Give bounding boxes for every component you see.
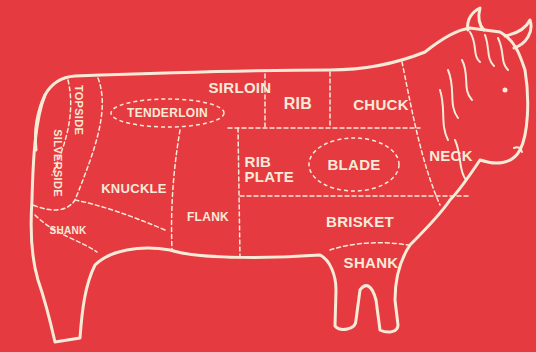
cut-line (33, 78, 102, 210)
cut-label: TOPSIDE (73, 85, 84, 135)
cut-line (238, 128, 240, 258)
cut-line (240, 195, 470, 197)
cut-line (402, 62, 440, 205)
cut-label: SIRLOIN (209, 80, 272, 95)
cut-label: SILVERSIDE (52, 129, 63, 197)
cut-label: BLADE (327, 157, 380, 172)
cut-line (330, 243, 412, 250)
cut-ellipse: BLADE (308, 137, 400, 192)
cut-label: RIB PLATE (245, 154, 300, 184)
cut-label: SHANK (344, 255, 399, 270)
cut-label: RIB (284, 96, 312, 112)
cut-label: FLANK (187, 211, 229, 223)
cut-label: BRISKET (326, 214, 394, 229)
cut-label: TENDERLOIN (127, 107, 208, 119)
cut-label: SHANK (49, 226, 86, 236)
cut-line (329, 72, 331, 128)
cow-outline (31, 28, 527, 342)
cut-line (75, 200, 165, 230)
tail (35, 95, 45, 150)
cow-eye (503, 88, 508, 93)
cut-line (35, 215, 97, 252)
cut-label: NECK (429, 148, 473, 163)
cut-line (228, 127, 420, 129)
cut-line (172, 130, 180, 250)
cut-label: KNUCKLE (101, 182, 167, 195)
cow-nostril (514, 147, 522, 152)
cut-ellipse: TENDERLOIN (110, 98, 225, 128)
cut-label: CHUCK (353, 97, 409, 112)
left-horn (468, 8, 484, 30)
right-horn (505, 20, 531, 48)
